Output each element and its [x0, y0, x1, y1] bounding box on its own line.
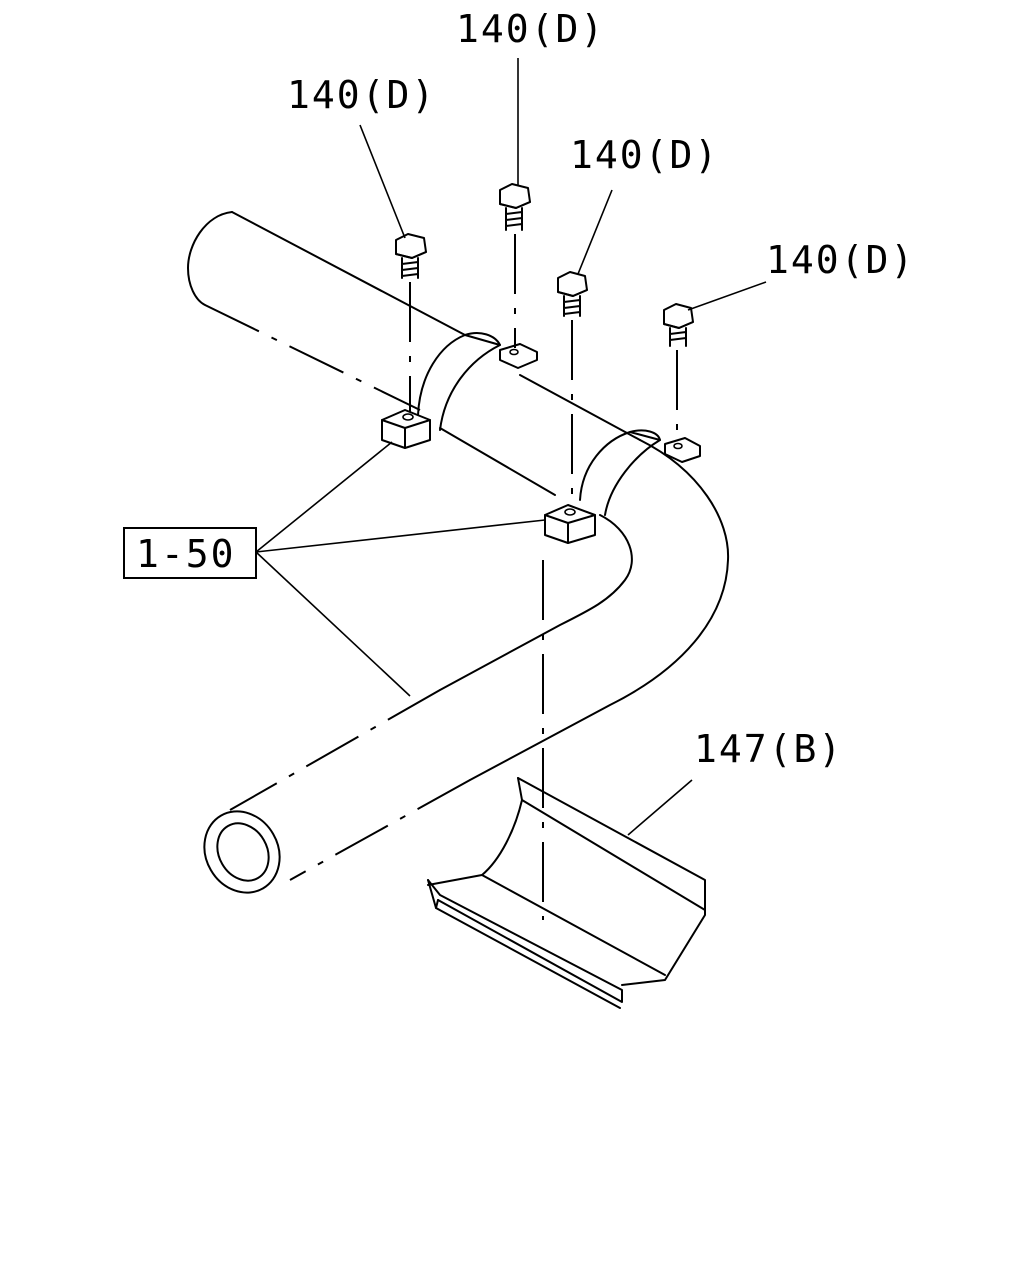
- assembly-center-lines: [409, 234, 678, 920]
- callout-bolt-2: 140(D): [456, 7, 605, 51]
- bolt-2: [499, 183, 531, 231]
- callout-bracket: 147(B): [694, 727, 843, 771]
- bolt-1: [395, 233, 427, 279]
- pipe-clamp-upper: [381, 332, 538, 449]
- bolt-4: [663, 303, 694, 347]
- bolt-3: [557, 271, 588, 317]
- pipe-clamp-lower: [544, 429, 701, 544]
- callout-bolt-4: 140(D): [766, 238, 915, 282]
- reference-box-label: 1-50: [136, 532, 236, 576]
- callout-bolt-1: 140(D): [287, 73, 436, 117]
- heat-shield-bracket: [427, 777, 706, 1009]
- reference-box-1-50[interactable]: 1-50: [123, 527, 257, 579]
- callout-bolt-3: 140(D): [570, 133, 719, 177]
- exhaust-pipe: [187, 211, 730, 894]
- leader-lines: [255, 58, 767, 836]
